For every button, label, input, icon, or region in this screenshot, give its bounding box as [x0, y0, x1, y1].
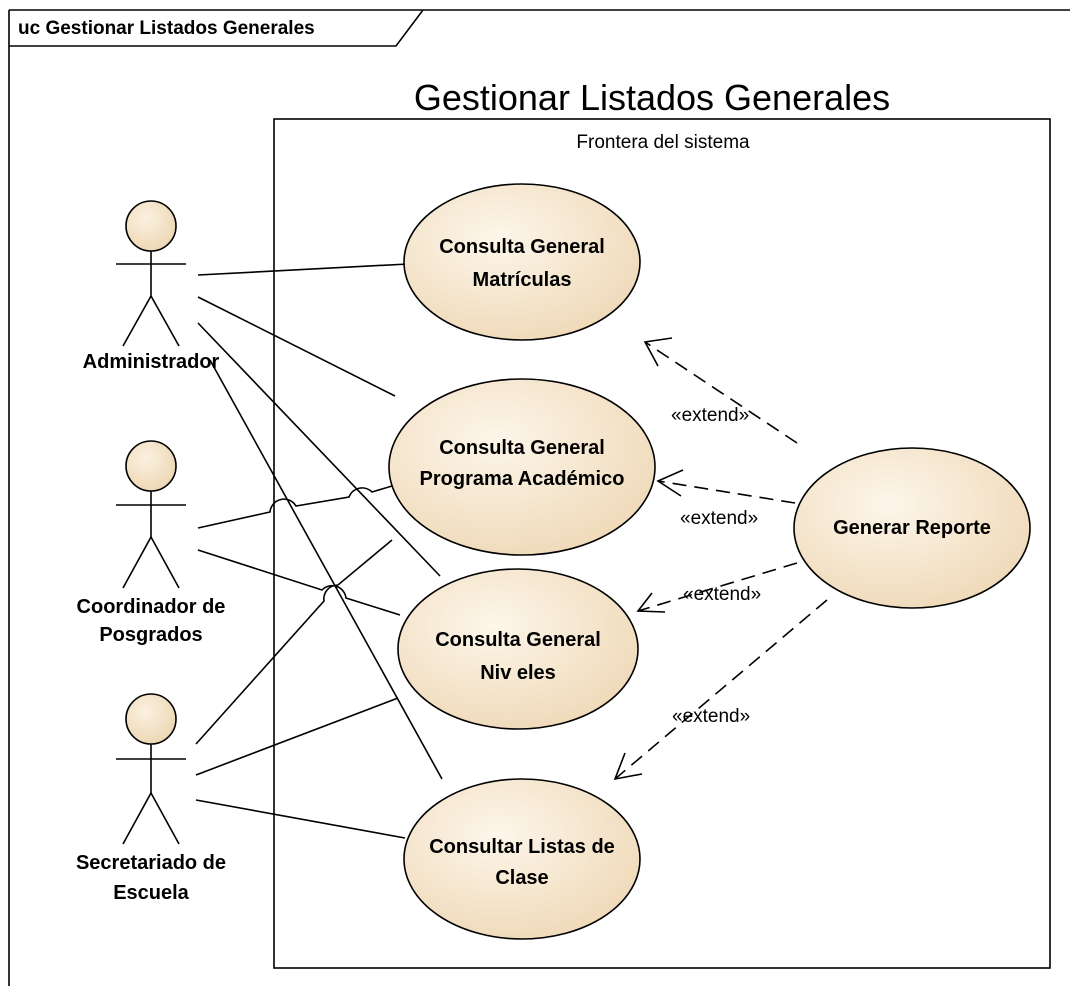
- assoc-coordinador-programa: [197, 485, 393, 529]
- extend-arrowhead-niveles: [636, 592, 666, 613]
- extend-dependencies: «extend» «extend» «extend» «extend»: [613, 337, 828, 781]
- usecase-niveles-line2: Niv eles: [480, 662, 556, 684]
- actor-coordinador-label-line2: Posgrados: [99, 624, 202, 646]
- actor-coordinador[interactable]: Coordinador de Posgrados: [77, 440, 226, 646]
- extend-arrowhead-listas: [613, 752, 643, 781]
- system-boundary: Frontera del sistema: [273, 118, 1051, 969]
- actor-secretariado[interactable]: Secretariado de Escuela: [76, 693, 226, 904]
- assoc-secretariado-niveles: [195, 697, 399, 776]
- usecase-listas[interactable]: Consultar Listas de Clase: [403, 778, 641, 940]
- usecase-listas-line1: Consultar Listas de: [429, 836, 615, 858]
- usecase-matriculas-line2: Matrículas: [473, 269, 572, 291]
- assoc-coordinador-niveles: [197, 549, 401, 616]
- usecase-niveles[interactable]: Consulta General Niv eles: [397, 568, 639, 730]
- actor-coordinador-label-line1: Coordinador de: [77, 596, 226, 618]
- extend-label-programa: «extend»: [680, 508, 758, 529]
- extend-line-listas: [614, 599, 828, 780]
- actor-head-icon: [125, 440, 177, 492]
- extend-line-matriculas: [644, 341, 798, 444]
- actor-secretariado-label-line1: Secretariado de: [76, 852, 226, 874]
- assoc-secretariado-listas: [195, 799, 406, 839]
- assoc-secretariado-programa: [195, 539, 393, 745]
- extend-label-matriculas: «extend»: [671, 405, 749, 426]
- usecase-matriculas[interactable]: Consulta General Matrículas: [403, 183, 641, 341]
- actor-head-icon: [125, 200, 177, 252]
- usecase-niveles-line1: Consulta General: [435, 629, 601, 651]
- actor-administrador-label: Administrador: [83, 351, 220, 373]
- diagram-frame: uc Gestionar Listados Generales: [8, 9, 1070, 986]
- diagram-title: Gestionar Listados Generales: [414, 77, 890, 118]
- usecase-reporte[interactable]: Generar Reporte: [793, 447, 1031, 609]
- extend-arrowhead-matriculas: [643, 337, 673, 367]
- frame-label: uc Gestionar Listados Generales: [18, 18, 315, 39]
- usecase-programa[interactable]: Consulta General Programa Académico: [388, 378, 656, 556]
- extend-label-niveles: «extend»: [683, 584, 761, 605]
- extend-label-listas: «extend»: [672, 706, 750, 727]
- assoc-admin-listas: [209, 359, 443, 780]
- usecase-listas-line2: Clase: [495, 867, 548, 889]
- usecase-matriculas-line1: Consulta General: [439, 236, 605, 258]
- assoc-admin-niveles: [197, 322, 441, 577]
- actor-secretariado-label-line2: Escuela: [113, 882, 189, 904]
- usecase-reporte-label: Generar Reporte: [833, 517, 991, 539]
- extend-line-niveles: [637, 562, 798, 612]
- extend-arrowhead-programa: [656, 469, 684, 497]
- boundary-label: Frontera del sistema: [576, 132, 750, 153]
- usecase-programa-line1: Consulta General: [439, 437, 605, 459]
- usecase-programa-line2: Programa Académico: [420, 468, 625, 490]
- assoc-admin-matriculas: [197, 263, 409, 276]
- extend-line-programa: [657, 480, 796, 504]
- assoc-admin-programa: [197, 296, 396, 397]
- actor-administrador[interactable]: Administrador: [83, 200, 220, 373]
- actor-head-icon: [125, 693, 177, 745]
- associations: [195, 263, 443, 839]
